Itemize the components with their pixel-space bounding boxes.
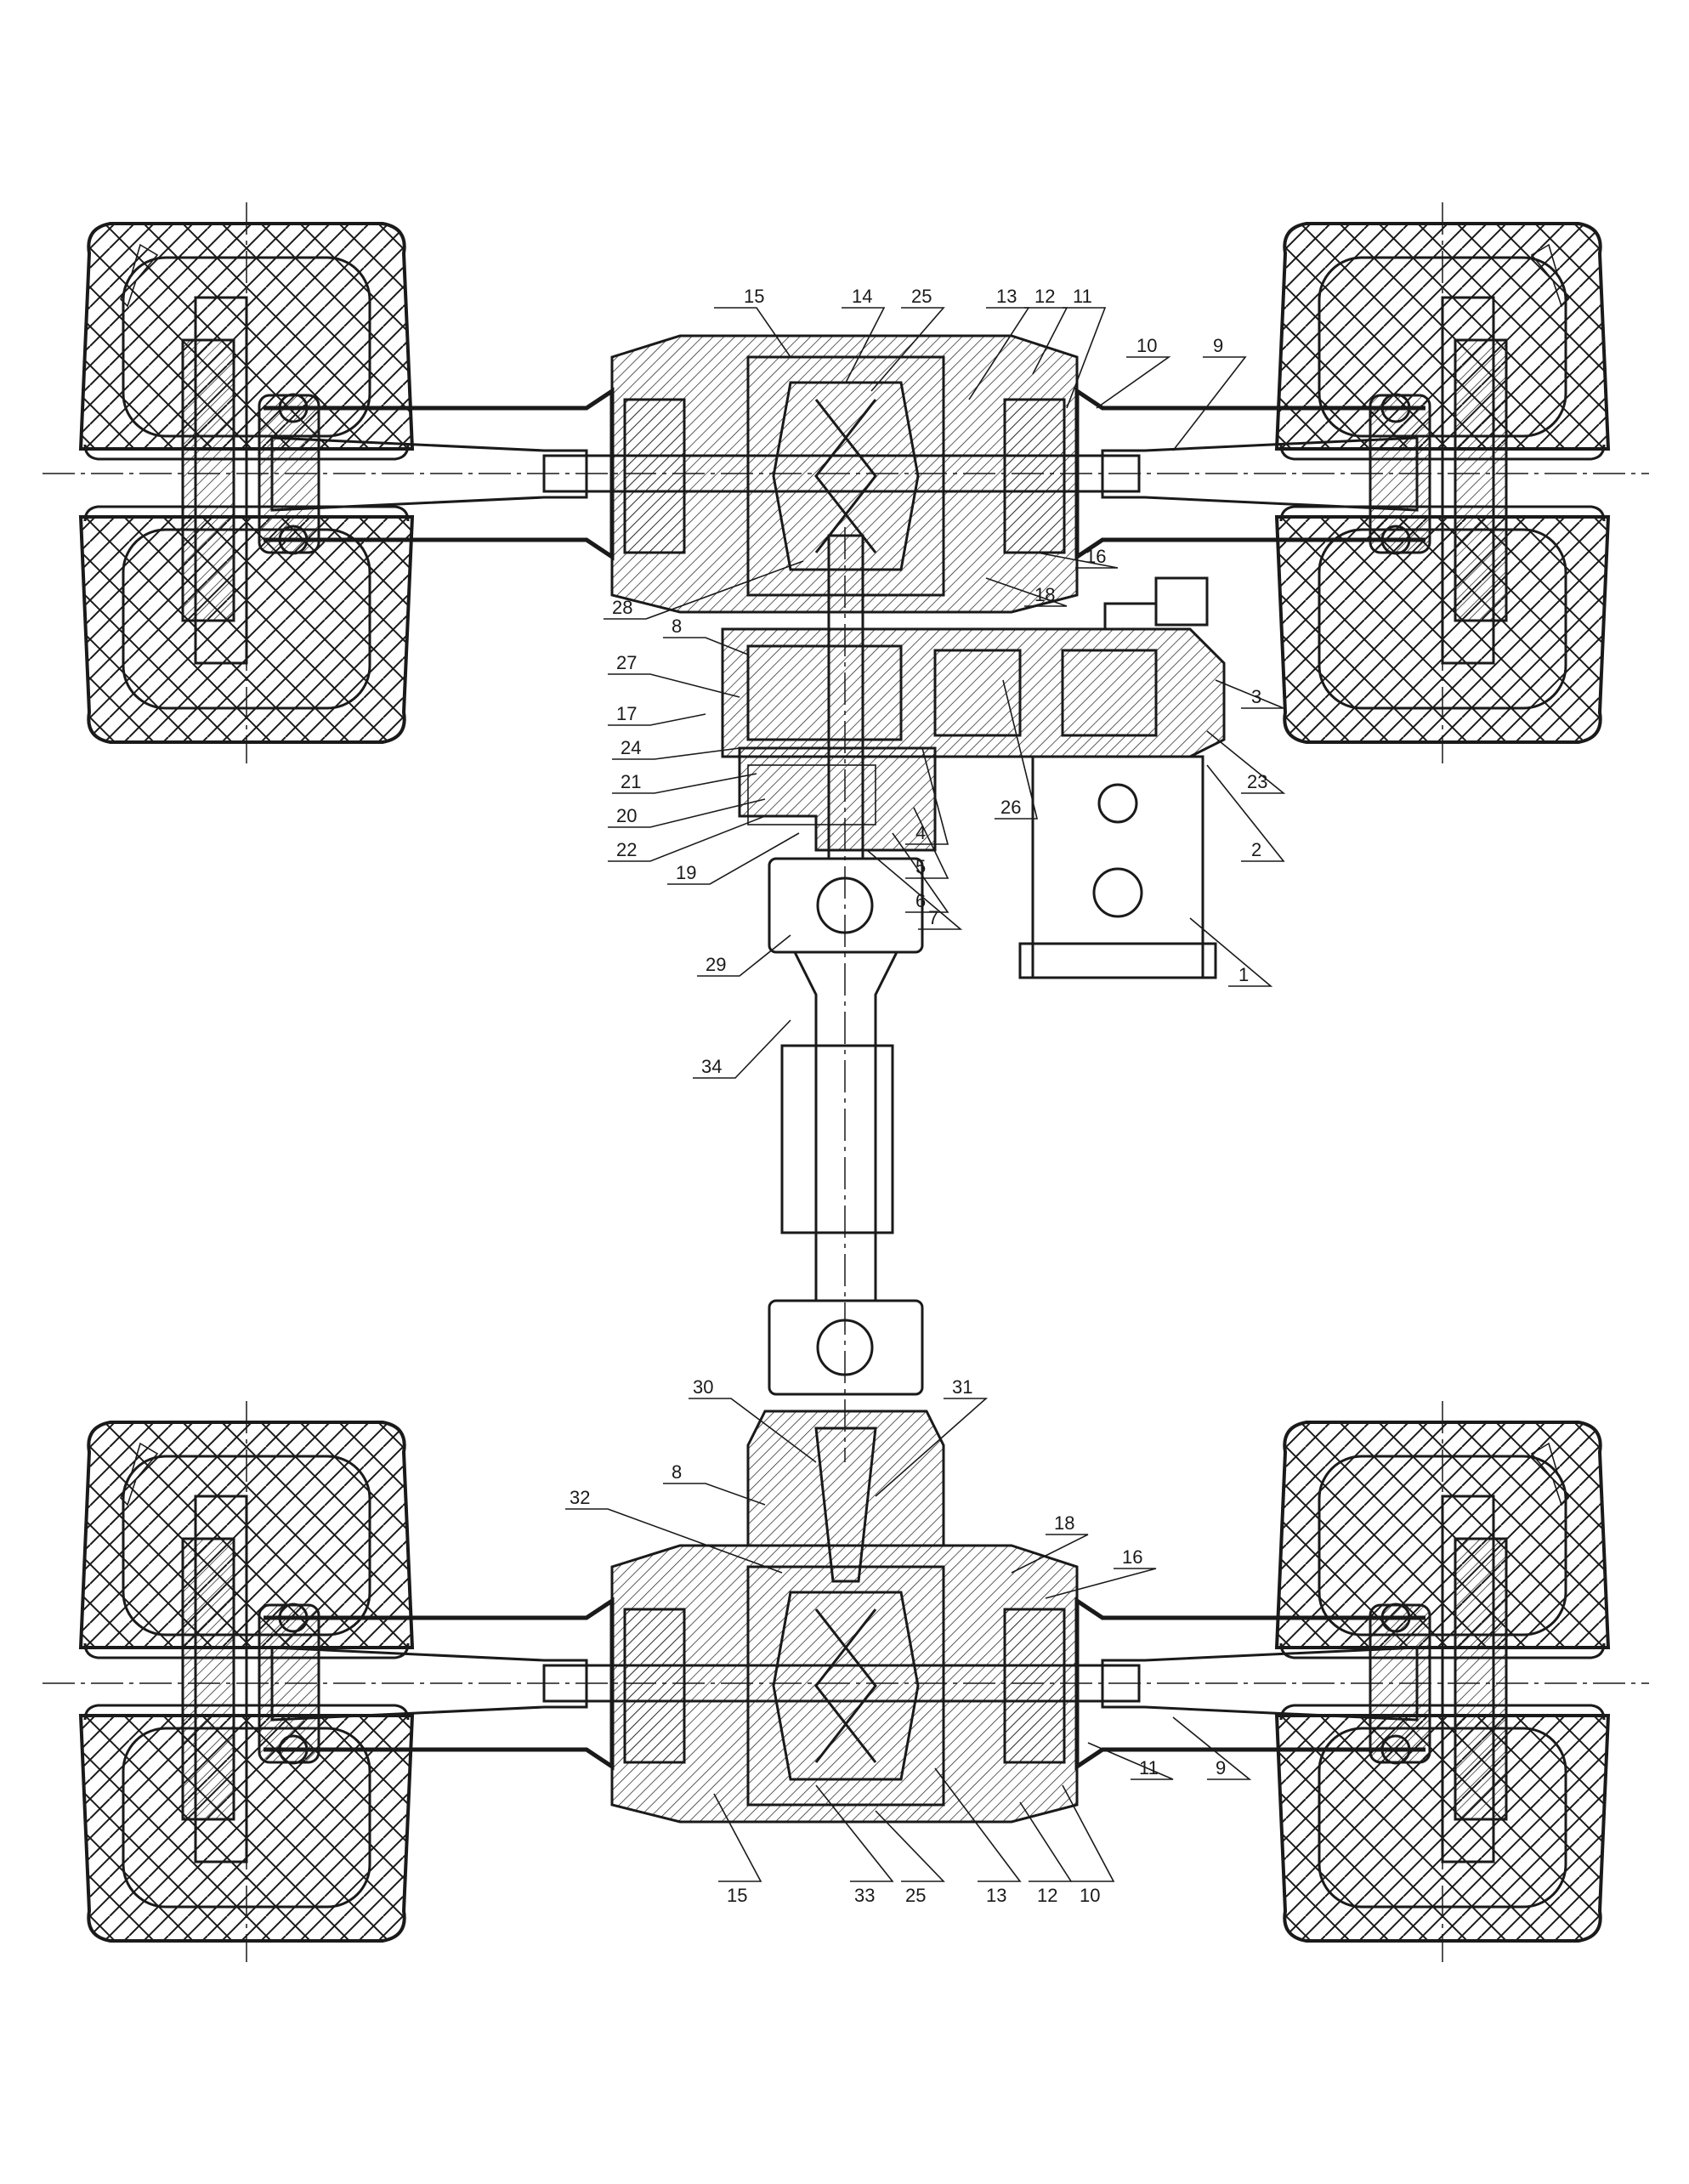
rear-axle xyxy=(43,1410,1649,1824)
part-label-10: 10 xyxy=(1136,335,1157,356)
part-label-7: 7 xyxy=(928,907,938,928)
part-label-9-rear: 9 xyxy=(1216,1757,1226,1778)
part-label-11: 11 xyxy=(1073,286,1092,307)
part-label-33: 33 xyxy=(854,1885,875,1906)
part-label-11-rear: 11 xyxy=(1139,1757,1159,1778)
part-label-34: 34 xyxy=(701,1056,722,1077)
part-label-31: 31 xyxy=(952,1376,972,1398)
part-label-3: 3 xyxy=(1251,686,1261,707)
part-label-9: 9 xyxy=(1213,335,1223,356)
transfer-case xyxy=(721,576,1226,979)
part-labels: 15 14 25 13 12 11 10 9 28 8 27 17 24 21 … xyxy=(570,286,1267,1906)
part-label-20: 20 xyxy=(616,805,637,826)
part-label-8: 8 xyxy=(672,615,682,637)
part-label-13: 13 xyxy=(996,286,1017,307)
part-label-12-rear: 12 xyxy=(1037,1885,1057,1906)
part-label-19: 19 xyxy=(676,862,696,883)
part-label-6: 6 xyxy=(915,890,926,911)
part-label-24: 24 xyxy=(621,737,641,758)
part-label-29: 29 xyxy=(706,954,726,975)
part-label-28: 28 xyxy=(612,597,632,618)
part-label-8-rear: 8 xyxy=(672,1461,682,1483)
part-label-32: 32 xyxy=(570,1487,590,1508)
part-label-16-rear: 16 xyxy=(1122,1546,1142,1568)
part-label-4: 4 xyxy=(915,822,926,843)
part-label-5: 5 xyxy=(915,856,926,877)
part-label-30: 30 xyxy=(693,1376,713,1398)
part-label-16: 16 xyxy=(1085,546,1106,567)
part-label-10-rear: 10 xyxy=(1080,1885,1100,1906)
leader-lines xyxy=(565,307,1286,1882)
part-label-21: 21 xyxy=(621,771,641,792)
front-axle xyxy=(43,334,1649,614)
part-label-2: 2 xyxy=(1251,839,1261,860)
part-label-1: 1 xyxy=(1238,964,1249,985)
wheel-front-left xyxy=(79,201,414,765)
part-label-18: 18 xyxy=(1034,584,1055,605)
part-label-15-rear: 15 xyxy=(727,1885,747,1906)
wheel-rear-right xyxy=(1275,1399,1610,1964)
part-label-15: 15 xyxy=(744,286,764,307)
part-label-26: 26 xyxy=(1000,797,1021,818)
part-label-22: 22 xyxy=(616,839,637,860)
part-label-13-rear: 13 xyxy=(986,1885,1006,1906)
part-label-18-rear: 18 xyxy=(1054,1512,1074,1534)
part-label-25: 25 xyxy=(911,286,932,307)
propeller-shaft xyxy=(768,527,924,1462)
part-label-25-rear: 25 xyxy=(905,1885,926,1906)
part-label-14: 14 xyxy=(852,286,872,307)
wheel-front-right xyxy=(1275,201,1610,765)
wheel-rear-left xyxy=(79,1399,414,1964)
part-label-27: 27 xyxy=(616,652,637,673)
part-label-17: 17 xyxy=(616,703,637,724)
part-label-12: 12 xyxy=(1034,286,1055,307)
part-label-23: 23 xyxy=(1247,771,1267,792)
